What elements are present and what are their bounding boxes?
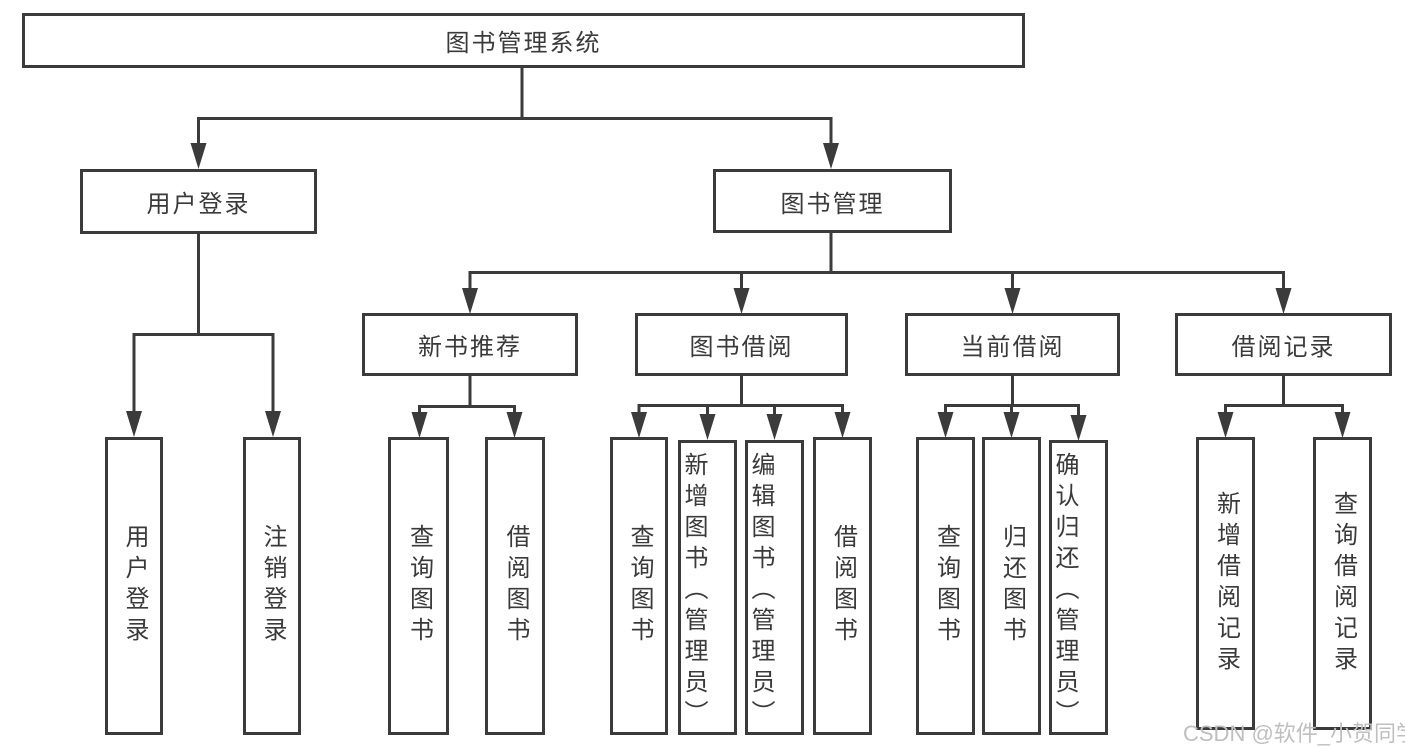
arrow-down-icon xyxy=(823,143,839,169)
leaf-confirm-return-admin-label: 确认归还（管理员） xyxy=(1051,452,1078,731)
leaf-add-books-admin-label: 新增图书（管理员） xyxy=(680,452,707,731)
connector-book-borrow xyxy=(637,376,844,414)
leaf-return-books: 归还图书 xyxy=(982,437,1041,735)
node-book-management-label: 图书管理 xyxy=(780,190,885,218)
node-user-login-label: 用户登录 xyxy=(146,191,251,218)
arrow-down-icon xyxy=(1004,288,1021,314)
node-book-borrow-label: 图书借阅 xyxy=(689,334,794,361)
arrow-down-icon xyxy=(631,412,647,438)
node-new-book-recommend-label: 新书推荐 xyxy=(418,334,522,361)
leaf-user-login-label: 用户登录 xyxy=(121,524,148,648)
leaf-query-borrow-record-label: 查询借阅记录 xyxy=(1329,490,1357,677)
arrow-down-icon xyxy=(462,288,478,314)
node-borrow-records-label: 借阅记录 xyxy=(1231,334,1336,361)
node-current-borrow: 当前借阅 xyxy=(905,313,1120,376)
node-current-borrow-label: 当前借阅 xyxy=(960,334,1065,361)
leaf-edit-books-admin: 编辑图书（管理员） xyxy=(745,440,804,735)
leaf-current-query-books-label: 查询图书 xyxy=(932,524,960,648)
arrow-down-icon xyxy=(834,412,851,438)
leaf-newbook-borrow-books: 借阅图书 xyxy=(485,437,545,735)
leaf-borrow-query-books-label: 查询图书 xyxy=(626,524,653,648)
leaf-newbook-query-books-label: 查询图书 xyxy=(405,524,433,648)
leaf-logout-label: 注销登录 xyxy=(259,524,286,648)
node-book-borrow: 图书借阅 xyxy=(635,313,848,376)
arrow-down-icon xyxy=(1334,412,1351,438)
arrow-down-icon xyxy=(1217,412,1234,438)
connector-user-login xyxy=(132,234,275,413)
leaf-confirm-return-admin: 确认归还（管理员） xyxy=(1049,440,1108,735)
arrow-down-icon xyxy=(506,412,523,438)
connector-root xyxy=(197,68,833,145)
leaf-logout: 注销登录 xyxy=(243,437,301,735)
arrow-down-icon xyxy=(190,143,207,169)
arrow-down-icon xyxy=(937,412,954,438)
leaf-current-query-books: 查询图书 xyxy=(916,437,975,735)
leaf-add-borrow-record: 新增借阅记录 xyxy=(1196,437,1255,730)
arrow-down-icon xyxy=(411,412,428,438)
leaf-edit-books-admin-label: 编辑图书（管理员） xyxy=(747,452,774,731)
arrow-down-icon xyxy=(265,411,281,437)
arrow-down-icon xyxy=(1070,415,1087,441)
leaf-borrow-books-label: 借阅图书 xyxy=(829,524,857,648)
connector-book-management xyxy=(468,233,1285,290)
leaf-user-login: 用户登录 xyxy=(105,437,163,735)
connector-current-borrow xyxy=(944,376,1080,416)
leaf-newbook-query-books: 查询图书 xyxy=(388,437,449,735)
connector-borrow-records xyxy=(1224,376,1344,414)
arrow-down-icon xyxy=(766,414,783,440)
leaf-borrow-books: 借阅图书 xyxy=(813,437,872,735)
node-user-login: 用户登录 xyxy=(80,169,317,234)
arrow-down-icon xyxy=(126,411,142,437)
arrow-down-icon xyxy=(1003,412,1020,438)
arrow-down-icon xyxy=(699,414,716,440)
leaf-return-books-label: 归还图书 xyxy=(998,524,1026,648)
node-new-book-recommend: 新书推荐 xyxy=(362,313,578,376)
node-root-label: 图书管理系统 xyxy=(445,30,602,57)
csdn-watermark: CSDN @软件_小贺同学 xyxy=(1183,721,1405,746)
leaf-borrow-query-books: 查询图书 xyxy=(610,437,668,735)
arrow-down-icon xyxy=(1275,288,1292,314)
node-root: 图书管理系统 xyxy=(22,13,1025,68)
node-borrow-records: 借阅记录 xyxy=(1175,313,1392,376)
leaf-query-borrow-record: 查询借阅记录 xyxy=(1313,437,1372,730)
leaf-newbook-borrow-books-label: 借阅图书 xyxy=(502,524,529,648)
arrow-down-icon xyxy=(733,288,750,314)
leaf-add-books-admin: 新增图书（管理员） xyxy=(678,440,737,735)
connector-new-book-recommend xyxy=(418,376,516,414)
leaf-add-borrow-record-label: 新增借阅记录 xyxy=(1212,490,1240,677)
node-book-management: 图书管理 xyxy=(713,169,952,233)
